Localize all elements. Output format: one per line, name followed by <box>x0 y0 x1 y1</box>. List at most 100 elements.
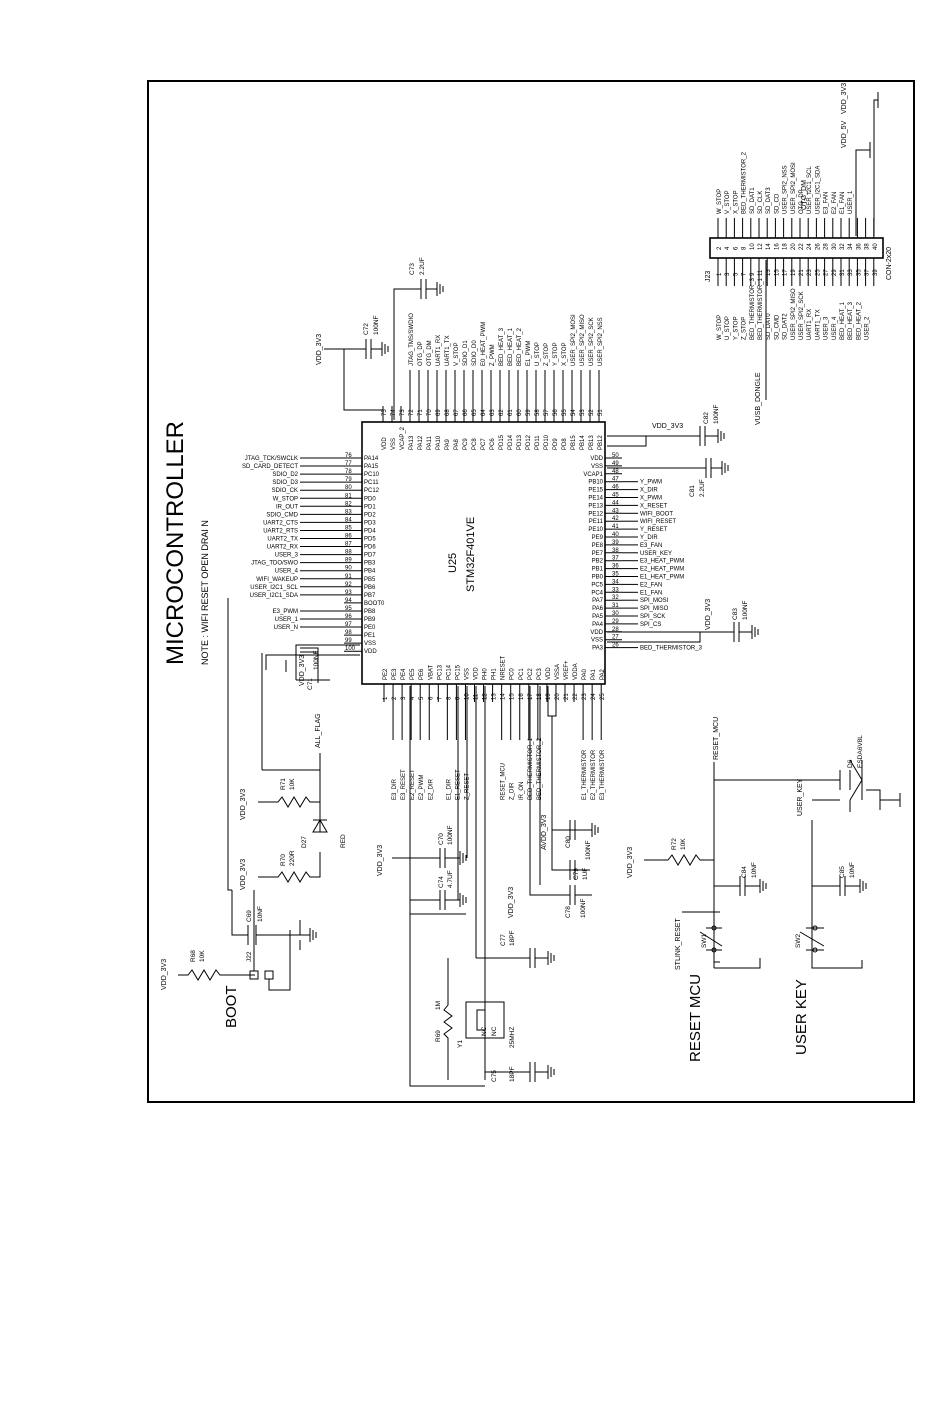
mcu-bottom-pin-number: 8 <box>446 696 452 700</box>
mcu-body <box>361 421 606 685</box>
reset-circuit: RESET_MCU VDD_3V3 R72 10K C84 10NF SW1 S… <box>627 717 901 1062</box>
c69-ref: C69 <box>246 910 253 922</box>
vdd3v3-label-c78: VDD_3V3 <box>508 887 515 918</box>
j23-even-net-label: USER_SPI2_NSS <box>783 165 789 214</box>
mcu-right-pin-number: 49 <box>612 461 619 467</box>
user-key-title: USER KEY <box>793 979 810 1055</box>
mcu-bottom-net-label: E1_THERMISTOR <box>582 749 588 800</box>
mcu-top-pins: 75VDD74VSS73VCAP_272PA13JTAG_TMS/SWDIO71… <box>382 313 604 450</box>
c84-ref: C84 <box>741 866 748 878</box>
mcu-part: STM32F401VE <box>465 517 477 592</box>
c74-ref: C74 <box>438 876 445 888</box>
mcu-bottom-pin-number: 24 <box>591 693 597 700</box>
mcu-bottom-pin-name: VSSA <box>555 664 561 680</box>
j23-even-pin-number: 30 <box>832 243 838 250</box>
mcu-top-pin-number: 70 <box>427 409 433 416</box>
mcu-bottom-pin-number: 22 <box>573 693 579 700</box>
j23-odd-pin-number: 23 <box>807 269 813 276</box>
mcu-top-net-label: USER_SPI2_MOSI <box>571 314 577 366</box>
vdd3v3-label-r70: VDD_3V3 <box>240 859 247 890</box>
j23-odd-pin-number: 39 <box>873 269 879 276</box>
mcu-bottom-pin-number: 5 <box>419 696 425 700</box>
c79-value: 1UF <box>582 868 589 880</box>
mcu-bottom-pin-number: 14 <box>501 693 507 700</box>
mcu-top-pin-number: 59 <box>526 409 532 416</box>
mcu-right-pin-number: 39 <box>612 540 619 546</box>
mcu-left-pin-number: 99 <box>345 638 352 644</box>
c75-value: 18PF <box>509 1066 516 1082</box>
stlink-reset-label: STLINK_RESET <box>675 918 682 970</box>
mcu-left-net-label: USER_I2C1_SDA <box>250 593 298 599</box>
c72-value: 100NF <box>373 315 380 335</box>
mcu-top-pin-number: 52 <box>589 409 595 416</box>
mcu-left-pin-number: 82 <box>345 501 352 507</box>
mcu-top-pin-name: PD15 <box>499 434 505 450</box>
c80-value: 100NF <box>585 840 592 860</box>
mcu-bottom-pin-name: PC13 <box>437 664 443 680</box>
mcu-bottom-pin-number: 12 <box>483 693 489 700</box>
mcu-top-pin-number: 60 <box>517 409 523 416</box>
mcu-left-net-label: USER_1 <box>275 617 299 623</box>
mcu-right-pin-name: PA6 <box>592 606 604 612</box>
mcu-top-pin-name: VDD <box>382 437 388 450</box>
j23-odd-pin-number: 7 <box>742 272 748 276</box>
mcu-right-pin-name: PE10 <box>588 527 603 533</box>
all-flag-label: ALL_FLAG <box>315 713 322 748</box>
mcu-bottom-pin-name: PC2 <box>528 668 534 680</box>
mcu-top-net-label: Z_STOP <box>544 343 550 366</box>
j23-odd-net-label: BED_THERMISTOR_3 <box>750 277 756 340</box>
mcu-bottom-pin-number: 19 <box>546 693 552 700</box>
mcu-left-net-label: USER_4 <box>275 569 299 575</box>
mcu-right-pin-number: 48 <box>612 469 619 475</box>
mcu-bottom-pin-name: VBAT <box>428 664 434 680</box>
mcu-top-net-label: E0_HEAT_PWM <box>481 322 487 366</box>
mcu-left-net-label: UART2_RTS <box>263 528 298 534</box>
mcu-left-pin-number: 91 <box>345 574 352 580</box>
mcu-top-pin-name: PA8 <box>454 438 460 450</box>
mcu-right-net-label: E3_FAN <box>640 543 662 549</box>
mcu-right-net-label: SPI_MOSI <box>640 598 669 604</box>
j23-even-pin-number: 6 <box>733 246 739 250</box>
mcu-left-pin-name: BOOT0 <box>364 601 385 607</box>
mcu-right-pin-number: 33 <box>612 587 619 593</box>
mcu-left-pin-name: PD0 <box>364 496 376 502</box>
mcu-bottom-pin-name: PE3 <box>392 668 398 680</box>
c72-ref: C72 <box>363 323 370 335</box>
mcu-bottom-net-label: E2_RESET <box>410 769 416 800</box>
mcu-left-pin-number: 92 <box>345 582 352 588</box>
mcu-left-pin-name: PB6 <box>364 585 376 591</box>
mcu-left-pin-number: 88 <box>345 550 352 556</box>
mcu-top-pin-number: 62 <box>499 409 505 416</box>
mcu-right-pin-name: PA3 <box>592 646 604 652</box>
mcu-right-net-label: X_PWM <box>640 496 662 502</box>
mcu-top-pin-number: 71 <box>418 409 424 416</box>
j23-odd-pin-number: 27 <box>824 269 830 276</box>
j23-even-pin-number: 4 <box>725 246 731 250</box>
mcu-bottom-pin-name: PC3 <box>537 668 543 680</box>
r71-ref: R71 <box>280 778 287 790</box>
mcu-top-pin-name: VSS <box>391 438 397 450</box>
j23-even-net-label: E3_FAN <box>824 192 830 214</box>
j23-even-net-label: USER_I2C1_SDA <box>815 166 821 214</box>
j23-even-pin-number: 26 <box>815 243 821 250</box>
mcu-left-net-label: USER_3 <box>275 553 299 559</box>
mcu-bottom-net-label: E2_DIR <box>428 778 434 800</box>
mcu-bottom-pin-name: PH1 <box>492 668 498 680</box>
mcu-bottom-net-label: BED_THERMISTOR_1 <box>528 737 534 800</box>
mcu-left-pin-number: 93 <box>345 590 352 596</box>
j23-even-pin-number: 18 <box>783 243 789 250</box>
mcu-bottom-pin-number: 25 <box>600 693 606 700</box>
j23-odd-net-label: USER_2 <box>865 316 871 340</box>
mcu-left-pin-name: PD3 <box>364 520 376 526</box>
led-circuit: VDD_3V3 R71 10K VDD_3V3 R70 220R D27 RED <box>240 778 347 890</box>
mcu-bottom-pin-name: PE6 <box>419 668 425 680</box>
c78-ref: C78 <box>565 906 572 918</box>
mcu-bottom-net-label: E3_DIR <box>392 778 398 800</box>
j23-odd-pin-number: 19 <box>791 269 797 276</box>
c82-ref: C82 <box>703 412 710 424</box>
mcu-bottom-pin-name: PA2 <box>600 668 606 680</box>
mcu-top-net-label: JTAG_TMS/SWDIO <box>409 313 415 366</box>
mcu-left-pin-number: 100 <box>345 646 356 652</box>
mcu-left-pin-number: 89 <box>345 558 352 564</box>
